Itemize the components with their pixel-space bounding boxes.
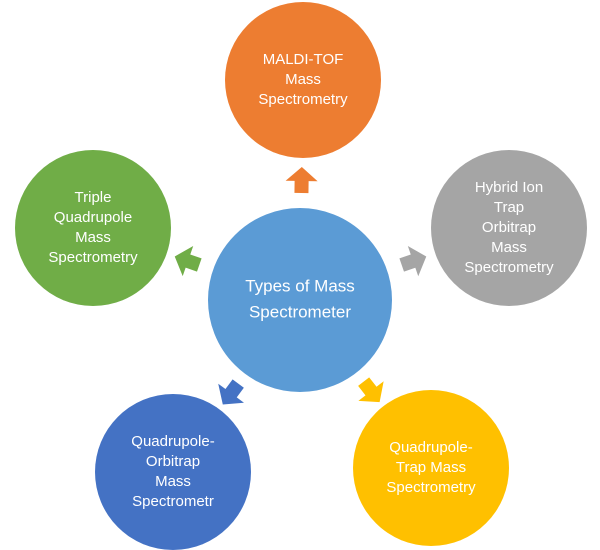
node-label-quadrupole-trap-line-3: Spectrometry: [386, 479, 476, 496]
node-label-hybrid-ion-trap-orbitrap-line-2: Trap: [494, 199, 524, 216]
center-circle: [204, 204, 396, 396]
node-label-quadrupole-orbitrap-line-2: Orbitrap: [146, 453, 200, 470]
node-label-triple-quadrupole-line-4: Spectrometry: [48, 249, 138, 266]
center-label-line-2: Spectrometer: [249, 302, 351, 321]
node-label-quadrupole-trap-line-1: Quadrupole-: [389, 439, 472, 456]
node-label-quadrupole-orbitrap-line-4: Spectrometr: [132, 493, 214, 510]
node-label-triple-quadrupole-line-2: Quadrupole: [54, 209, 132, 226]
node-circle-quadrupole-orbitrap: [95, 394, 251, 550]
arrow-to-quadrupole-orbitrap: [218, 379, 244, 405]
node-label-hybrid-ion-trap-orbitrap-line-5: Spectrometry: [464, 259, 554, 276]
node-label-quadrupole-trap-line-2: Trap Mass: [396, 459, 466, 476]
node-label-triple-quadrupole-line-1: Triple: [75, 189, 112, 206]
node-circle-maldi-tof: [225, 2, 381, 158]
arrow-to-maldi-tof: [285, 167, 318, 194]
center-label-line-1: Types of Mass: [245, 276, 355, 295]
node-label-maldi-tof-line-1: MALDI-TOF: [263, 51, 344, 68]
node-label-hybrid-ion-trap-orbitrap-line-1: Hybrid Ion: [475, 179, 543, 196]
node-label-quadrupole-orbitrap-line-1: Quadrupole-: [131, 433, 214, 450]
node-circle-hybrid-ion-trap-orbitrap: [431, 150, 587, 306]
node-label-maldi-tof-line-3: Spectrometry: [258, 91, 348, 108]
arrows-layer: [174, 167, 427, 405]
arrow-to-quadrupole-trap: [358, 377, 384, 403]
node-label-hybrid-ion-trap-orbitrap-line-3: Orbitrap: [482, 219, 536, 236]
arrow-to-triple-quadrupole: [174, 245, 202, 277]
node-circle-quadrupole-trap: [353, 390, 509, 546]
node-label-maldi-tof-line-2: Mass: [285, 71, 321, 88]
node-circle-triple-quadrupole: [15, 150, 171, 306]
node-label-hybrid-ion-trap-orbitrap-line-4: Mass: [491, 239, 527, 256]
arrow-to-hybrid-ion-trap-orbitrap: [399, 245, 427, 277]
node-label-triple-quadrupole-line-3: Mass: [75, 229, 111, 246]
node-label-quadrupole-orbitrap-line-3: Mass: [155, 473, 191, 490]
